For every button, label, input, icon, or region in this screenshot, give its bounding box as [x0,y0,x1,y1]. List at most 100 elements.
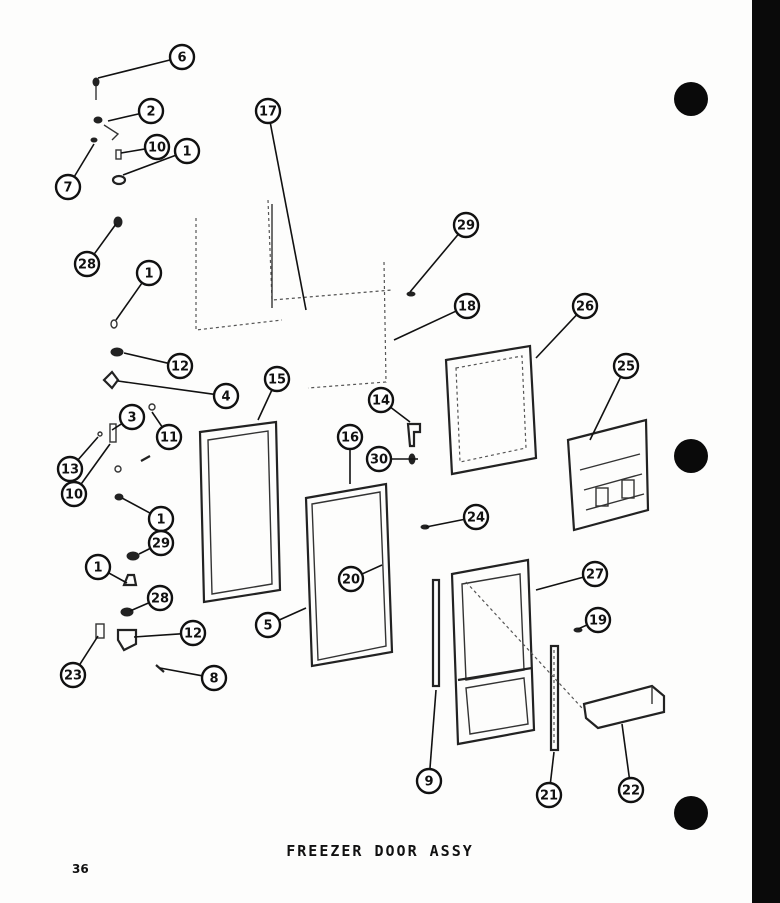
callout-number: 12 [171,360,189,375]
callout-number: 28 [151,592,169,607]
callout-circle [571,292,599,320]
callout-circle [73,250,101,278]
callout-circle [367,386,395,414]
door-bin-24 [582,684,666,730]
callout-circle [462,503,490,531]
binder-hole-bottom [674,796,708,830]
leader-line [117,380,215,396]
callout-number: 9 [424,775,433,790]
callout-circle [84,553,112,581]
callout-number: 8 [209,672,218,687]
door-liner-26 [444,344,538,476]
page-number: 36 [72,862,89,876]
leader-line [97,59,171,79]
leader-line [257,389,273,421]
callout-24: 24 [425,503,490,531]
callout-number: 1 [144,267,153,282]
callout-number: 14 [372,394,390,409]
callout-circle [137,97,165,125]
callout-number: 13 [61,463,79,478]
callout-circle [118,403,146,431]
callout-circle [365,445,393,473]
callout-8: 8 [159,664,228,692]
callout-number: 1 [156,513,165,528]
callout-number: 20 [342,573,360,588]
leader-line [393,310,457,341]
callout-22: 22 [617,723,645,804]
binder-hole-middle [674,439,708,473]
callout-circle [254,611,282,639]
handle-screw-14-30 [406,291,430,530]
callout-9: 9 [415,689,443,795]
hinge-hardware-middle [97,319,156,501]
callout-number: 30 [370,453,388,468]
callout-7: 7 [54,143,95,201]
callout-6: 6 [97,43,196,79]
callout-12: 12 [123,352,194,380]
callout-20: 20 [337,564,383,593]
callout-number: 29 [152,537,170,552]
callout-13: 13 [56,436,99,483]
callout-number: 10 [148,141,166,156]
hinge-hardware-top [90,77,127,228]
callout-25: 25 [589,352,640,441]
callout-number: 5 [263,619,272,634]
callout-number: 16 [341,431,359,446]
callout-circle [147,529,175,557]
leader-line [120,148,146,154]
callout-18: 18 [393,292,481,341]
leader-line [577,624,588,630]
callout-23: 23 [59,635,99,689]
callout-number: 11 [160,431,178,446]
leader-line [78,635,99,666]
leader-line [115,282,143,321]
outer-door-27 [450,558,536,746]
callout-28: 28 [73,223,117,278]
leader-line [107,112,140,122]
leader-line [361,564,383,575]
callout-1: 1 [84,553,128,584]
callout-12: 12 [133,619,207,647]
leader-line [80,443,111,485]
callout-circle [452,211,480,239]
leader-line [159,667,203,677]
leader-line [138,547,151,555]
leader-line [151,411,163,428]
callout-1: 1 [122,137,201,176]
callout-number: 1 [182,145,191,160]
door-gasket-15 [198,420,282,604]
screw-23 [573,627,583,633]
callout-29: 29 [409,211,480,293]
door-trim-22 [549,644,560,752]
callout-circle [146,584,174,612]
callout-19: 19 [577,606,612,634]
leader-line [409,233,459,293]
callout-5: 5 [254,607,307,639]
callout-1: 1 [121,497,175,533]
callout-number: 3 [127,411,136,426]
leader-line [549,751,555,784]
callout-27: 27 [535,560,609,591]
callout-29: 29 [138,529,175,557]
callout-circle [179,619,207,647]
callout-number: 27 [586,568,604,583]
leader-line [425,518,465,528]
leader-line [73,143,95,178]
callout-17: 17 [254,97,307,311]
callout-number: 7 [63,181,72,196]
leader-line [122,154,177,176]
callout-1: 1 [115,259,163,321]
callout-number: 4 [221,390,230,405]
callout-number: 25 [617,360,635,375]
callout-16: 16 [336,423,364,484]
callout-number: 1 [93,561,102,576]
callout-number: 2 [146,105,155,120]
callout-circle [54,173,82,201]
callout-circle [212,382,240,410]
parts-drawing [90,77,666,752]
door-panel-19 [304,482,394,668]
callout-circle [168,43,196,71]
callout-number: 28 [78,258,96,273]
